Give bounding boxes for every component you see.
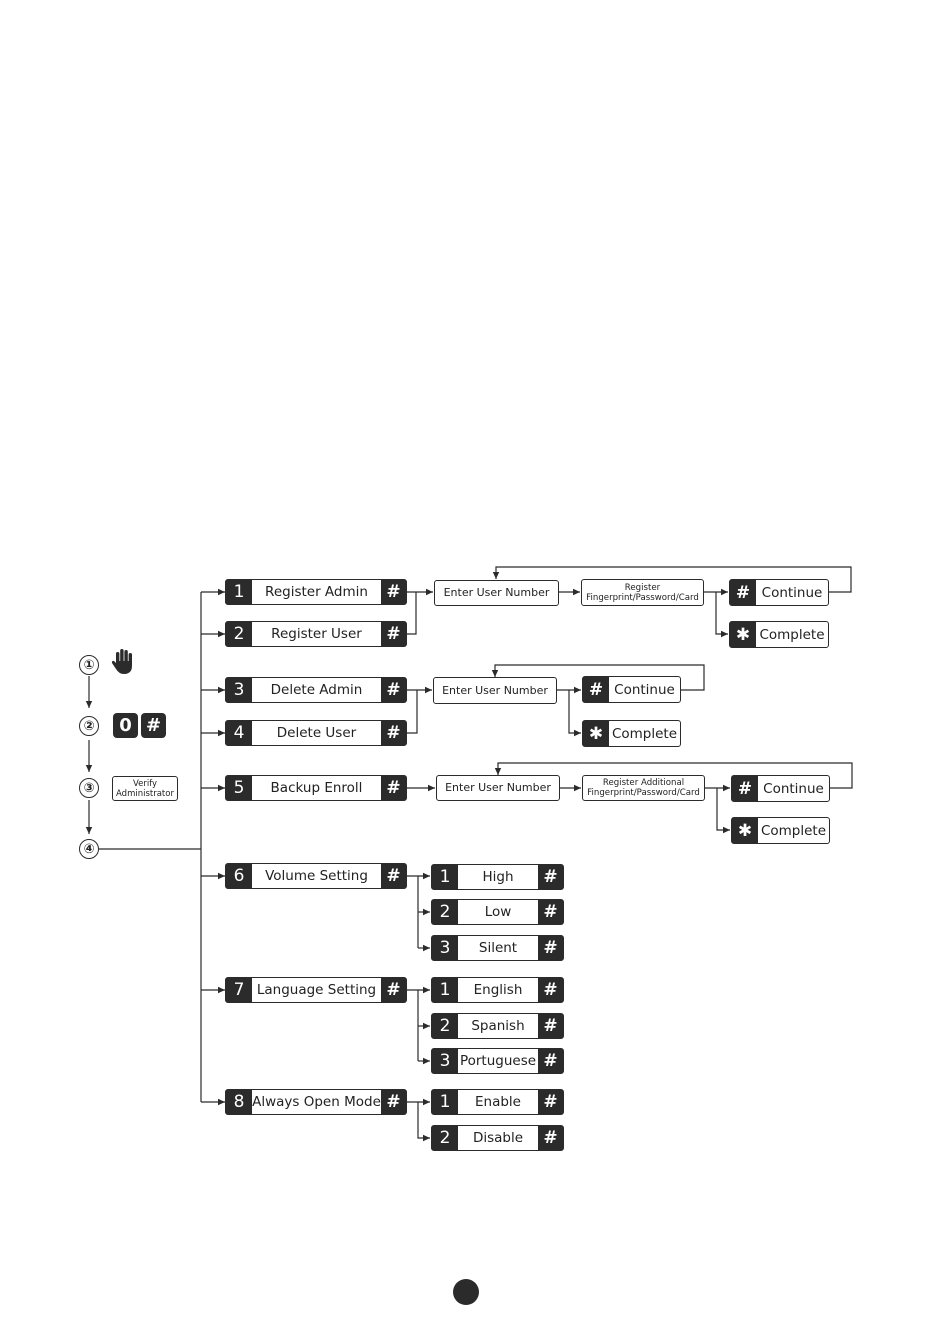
- hash-key: #: [538, 1126, 563, 1150]
- continue-label: Continue: [763, 780, 824, 797]
- hash-key: #: [381, 1090, 406, 1114]
- option-label: Spanish: [471, 1018, 525, 1034]
- backup-register-additional-box: Register Additional Fingerprint/Password…: [582, 775, 705, 801]
- backup-complete[interactable]: ✱ Complete: [731, 817, 830, 844]
- option-key: 2: [432, 1126, 458, 1150]
- option-key: 1: [432, 1090, 458, 1114]
- hand-icon: [110, 648, 136, 676]
- menu-label: Backup Enroll: [270, 780, 363, 796]
- hash-key: #: [381, 721, 406, 745]
- menu-register-user[interactable]: 2 Register User #: [225, 621, 407, 647]
- option-key: 3: [432, 1049, 458, 1073]
- menu-label: Language Setting: [256, 982, 377, 998]
- hash-key: #: [538, 1014, 563, 1038]
- language-option-english[interactable]: 1 English #: [431, 977, 564, 1003]
- register-complete[interactable]: ✱ Complete: [729, 621, 829, 648]
- complete-label: Complete: [611, 725, 678, 742]
- hash-key: #: [381, 776, 406, 800]
- menu-label: Register Admin: [265, 584, 368, 600]
- option-label: High: [482, 869, 514, 885]
- hash-key: #: [538, 1049, 563, 1073]
- hash-key: #: [538, 936, 563, 960]
- register-enter-user-number: Enter User Number: [434, 580, 559, 606]
- option-label: Low: [484, 904, 512, 920]
- delete-enter-user-number: Enter User Number: [433, 677, 557, 704]
- menu-register-admin[interactable]: 1 Register Admin #: [225, 579, 407, 605]
- volume-option-low[interactable]: 2 Low #: [431, 899, 564, 925]
- option-label: Silent: [478, 940, 518, 956]
- step-4-marker: ④: [79, 839, 99, 859]
- menu-label: Delete User: [276, 725, 357, 741]
- step-1-marker: ①: [79, 655, 99, 675]
- option-key: 2: [432, 1014, 458, 1038]
- delete-complete[interactable]: ✱ Complete: [582, 720, 681, 747]
- menu-label: Volume Setting: [265, 868, 368, 884]
- menu-label: Delete Admin: [270, 682, 363, 698]
- hash-key: #: [583, 677, 609, 702]
- continue-label: Continue: [761, 584, 823, 601]
- menu-label: Register User: [271, 626, 362, 642]
- menu-always-open-mode[interactable]: 8 Always Open Mode #: [225, 1089, 407, 1115]
- option-key: 3: [432, 936, 458, 960]
- hash-key: #: [538, 865, 563, 889]
- menu-key: 4: [226, 721, 252, 745]
- option-label: Portuguese: [459, 1053, 537, 1069]
- language-option-portuguese[interactable]: 3 Portuguese #: [431, 1048, 564, 1074]
- hash-key: #: [381, 580, 406, 604]
- complete-label: Complete: [759, 626, 825, 643]
- menu-key: 7: [226, 978, 252, 1002]
- open-mode-option-enable[interactable]: 1 Enable #: [431, 1089, 564, 1115]
- menu-language-setting[interactable]: 7 Language Setting #: [225, 977, 407, 1003]
- menu-key: 5: [226, 776, 252, 800]
- language-option-spanish[interactable]: 2 Spanish #: [431, 1013, 564, 1039]
- menu-label: Always Open Mode: [252, 1094, 381, 1110]
- option-key: 1: [432, 865, 458, 889]
- complete-label: Complete: [760, 822, 827, 839]
- key-zero[interactable]: 0: [113, 713, 138, 738]
- hash-key: #: [381, 622, 406, 646]
- menu-key: 3: [226, 678, 252, 702]
- hash-key: #: [538, 900, 563, 924]
- menu-key: 1: [226, 580, 252, 604]
- menu-backup-enroll[interactable]: 5 Backup Enroll #: [225, 775, 407, 801]
- hash-key: #: [538, 978, 563, 1002]
- hash-key: #: [381, 864, 406, 888]
- option-label: Disable: [472, 1130, 524, 1146]
- hash-key: #: [381, 978, 406, 1002]
- option-key: 1: [432, 978, 458, 1002]
- hash-key: #: [730, 580, 756, 605]
- hash-key: #: [732, 776, 758, 801]
- backup-continue[interactable]: # Continue: [731, 775, 830, 802]
- menu-key: 6: [226, 864, 252, 888]
- backup-enter-user-number: Enter User Number: [436, 775, 560, 801]
- key-hash[interactable]: #: [141, 713, 166, 738]
- star-key: ✱: [730, 622, 756, 647]
- star-key: ✱: [732, 818, 758, 843]
- hash-key: #: [381, 678, 406, 702]
- open-mode-option-disable[interactable]: 2 Disable #: [431, 1125, 564, 1151]
- register-fingerprint-box: Register Fingerprint/Password/Card: [581, 579, 704, 606]
- step-3-marker: ③: [79, 778, 99, 798]
- volume-option-high[interactable]: 1 High #: [431, 864, 564, 890]
- step-2-marker: ②: [79, 716, 99, 736]
- menu-volume-setting[interactable]: 6 Volume Setting #: [225, 863, 407, 889]
- delete-continue[interactable]: # Continue: [582, 676, 681, 703]
- hash-key: #: [538, 1090, 563, 1114]
- verify-administrator-box: Verify Administrator: [112, 776, 178, 801]
- page-marker-dot: [453, 1279, 479, 1305]
- option-label: Enable: [475, 1094, 521, 1110]
- continue-label: Continue: [614, 681, 675, 698]
- option-key: 2: [432, 900, 458, 924]
- register-continue[interactable]: # Continue: [729, 579, 829, 606]
- option-label: English: [473, 982, 523, 998]
- menu-key: 8: [226, 1090, 252, 1114]
- menu-key: 2: [226, 622, 252, 646]
- menu-delete-admin[interactable]: 3 Delete Admin #: [225, 677, 407, 703]
- star-key: ✱: [583, 721, 609, 746]
- menu-delete-user[interactable]: 4 Delete User #: [225, 720, 407, 746]
- volume-option-silent[interactable]: 3 Silent #: [431, 935, 564, 961]
